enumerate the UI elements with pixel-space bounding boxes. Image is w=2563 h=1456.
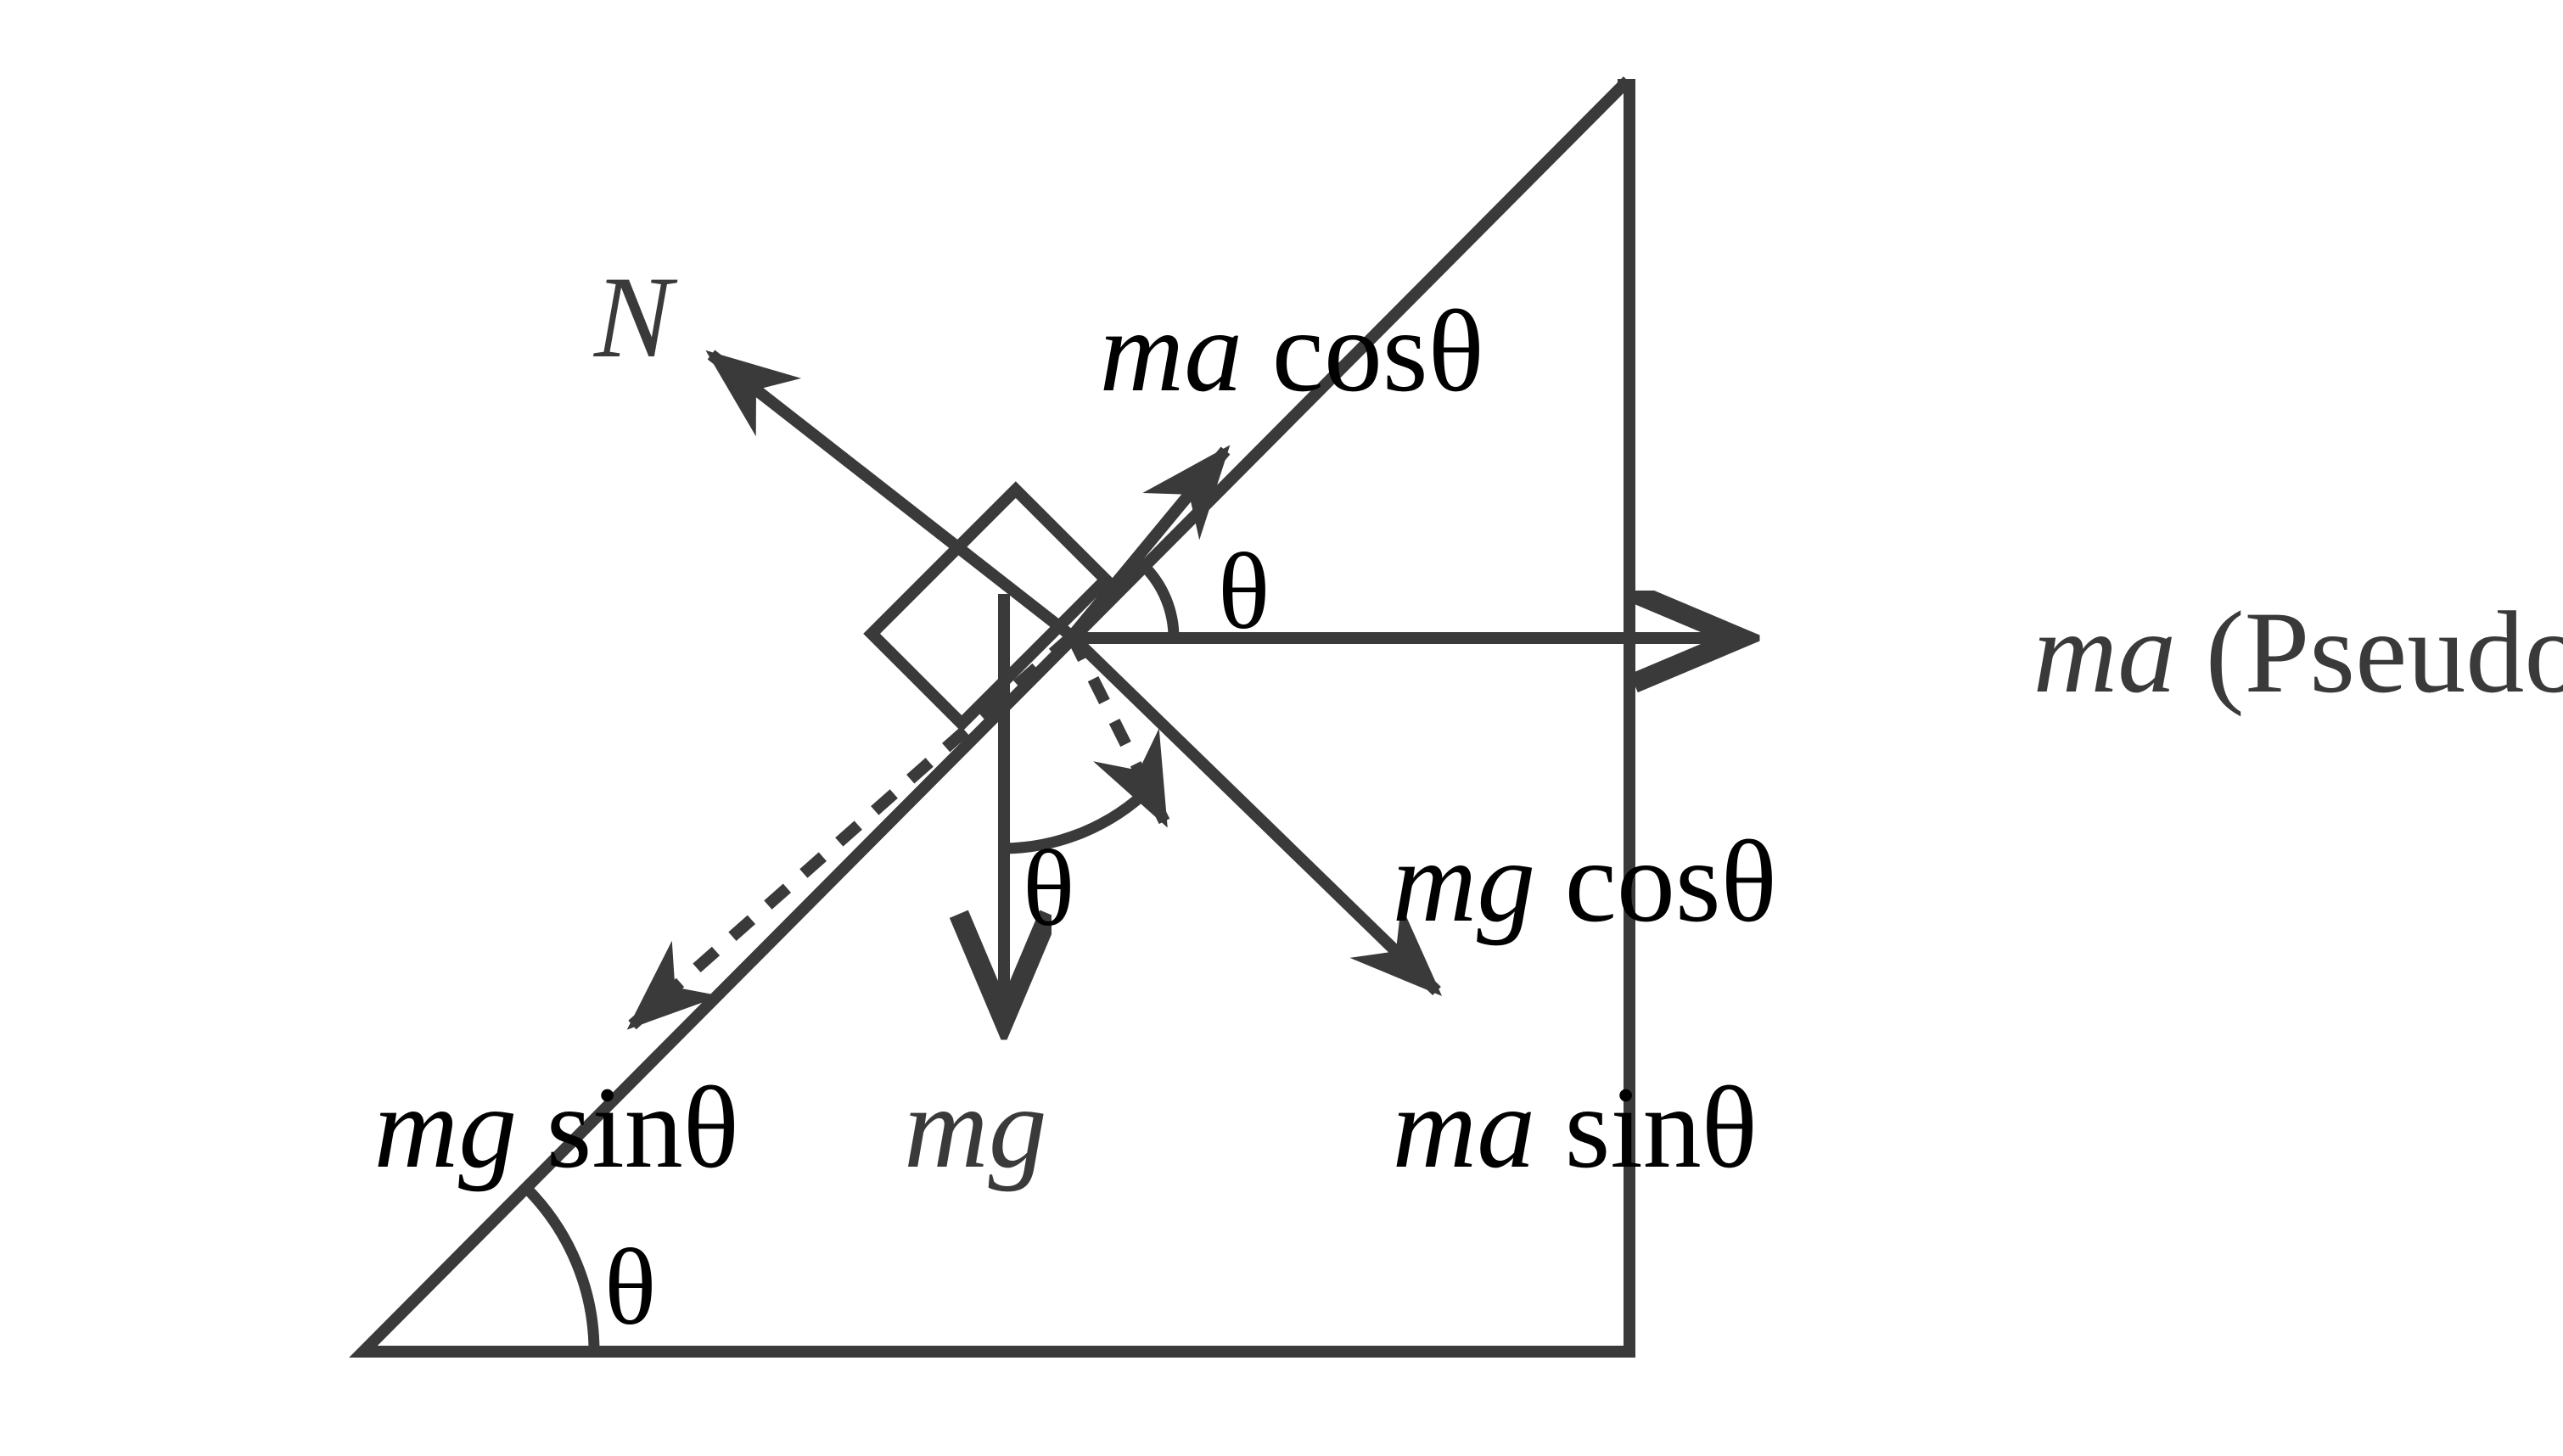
mg-cos-theta-label-italic: mg (1393, 816, 1536, 946)
mg-sin-theta-label-rest: sinθ (517, 1062, 739, 1192)
ma-cos-theta-vector (1067, 445, 1231, 641)
ma-pseudo-label-italic: ma (2033, 587, 2177, 717)
mg-sin-theta-label: mg sinθ (110, 1062, 944, 1192)
ma-sin-theta-label: ma sinθ (1129, 1062, 1962, 1192)
ma-cos-theta-label: ma cosθ (836, 286, 1689, 416)
mg-cos-theta-label-rest: cosθ (1535, 816, 1777, 946)
svg-text:mg cosθ: mg cosθ (1129, 816, 1982, 946)
ma-sin-theta-vector (1068, 631, 1443, 996)
block-on-incline (863, 481, 1114, 732)
normal-force-label: N (592, 252, 678, 382)
mg-sin-theta-vector (626, 631, 1076, 1030)
theta-weight-label: θ (1023, 828, 1074, 949)
mg-sin-theta-label-italic: mg (374, 1062, 518, 1192)
ma-sin-theta-label-italic: ma (1393, 1062, 1536, 1192)
mg-weight-label: mg (904, 1062, 1047, 1192)
weight-component-angle-arc (1003, 783, 1155, 854)
ma-sin-theta-label-rest: sinθ (1535, 1062, 1758, 1192)
svg-text:mg sinθ: mg sinθ (110, 1062, 944, 1192)
svg-text:ma (Pseudo): ma (Pseudo) (1769, 587, 2563, 717)
incline-top-angle-arc (1140, 562, 1180, 639)
svg-text:ma sinθ: ma sinθ (1129, 1062, 1962, 1192)
block-rect (863, 481, 1114, 732)
ma-cos-theta-label-rest: cosθ (1242, 286, 1484, 416)
theta-base-label: θ (604, 1227, 656, 1347)
ma-pseudo-label: ma (Pseudo) (1769, 587, 2563, 717)
mg-cos-theta-vector (1066, 633, 1170, 828)
mg-cos-theta-label: mg cosθ (1129, 816, 1982, 946)
normal-force-vector (705, 350, 1076, 641)
ma-pseudo-label-rest: (Pseudo) (2176, 587, 2563, 717)
theta-top-label: θ (1218, 531, 1270, 652)
incline-base-angle-arc (522, 1184, 600, 1352)
incline-outline (349, 76, 1635, 1358)
ma-cos-theta-label-italic: ma (1100, 286, 1243, 416)
incline-triangle (349, 76, 1635, 1358)
svg-text:ma cosθ: ma cosθ (836, 286, 1689, 416)
